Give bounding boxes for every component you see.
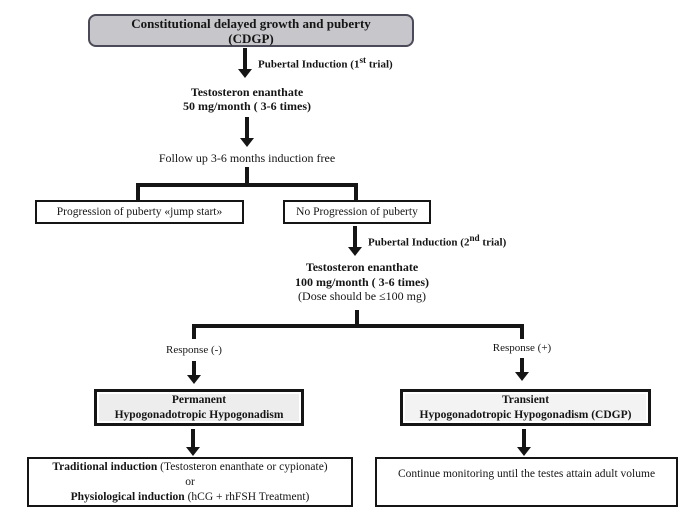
node-induction-treatment: Traditional induction (Testosteron enant… bbox=[27, 457, 353, 507]
connector-drop-left bbox=[192, 324, 196, 339]
node-followup: Follow up 3-6 months induction free bbox=[158, 151, 336, 165]
induction2-sup: nd bbox=[469, 233, 480, 243]
arrow-down-icon bbox=[515, 358, 529, 381]
induction1-suffix: trial) bbox=[366, 58, 393, 71]
connector-stem bbox=[355, 310, 359, 327]
permanent-line1: Permanent bbox=[171, 393, 227, 406]
connector-drop-left bbox=[136, 183, 140, 200]
arrow-down-icon bbox=[186, 429, 200, 456]
title-line2: (CDGP) bbox=[228, 30, 274, 46]
arrow-down-icon bbox=[240, 117, 254, 147]
traditional-line3-bold: Physiological induction bbox=[70, 490, 185, 503]
node-permanent-hypogonadism: Permanent Hypogonadotropic Hypogonadism bbox=[94, 389, 304, 426]
dose2-line2: 100 mg/month ( 3-6 times) bbox=[295, 274, 429, 289]
node-transient-hypogonadism: Transient Hypogonadotropic Hypogonadism … bbox=[400, 389, 651, 426]
arrow-down-icon bbox=[348, 226, 362, 256]
traditional-line3: Physiological induction (hCG + rhFSH Tre… bbox=[71, 490, 310, 505]
dose1-line1: Testosteron enanthate bbox=[190, 85, 304, 99]
induction1-prefix: Pubertal Induction (1 bbox=[258, 58, 360, 71]
connector-drop-right bbox=[354, 183, 358, 200]
traditional-line1: Traditional induction (Testosteron enant… bbox=[52, 460, 327, 475]
dose1-line2: 50 mg/month ( 3-6 times) bbox=[183, 99, 311, 113]
dose2-line1: Testosteron enanthate bbox=[305, 260, 419, 274]
arrow-down-icon bbox=[238, 48, 252, 78]
connector-crossbar bbox=[192, 324, 524, 328]
traditional-line1-bold: Traditional induction bbox=[52, 460, 158, 473]
arrow-down-icon bbox=[187, 361, 201, 384]
transient-line1: Transient bbox=[501, 393, 550, 406]
edge-label-induction2: Pubertal Induction (2nd trial) bbox=[368, 233, 506, 249]
traditional-line2: or bbox=[185, 475, 195, 488]
traditional-line1-rest: (Testosteron enanthate or cypionate) bbox=[157, 460, 328, 473]
node-dose1: Testosteron enanthate 50 mg/month ( 3-6 … bbox=[122, 85, 372, 113]
node-progression: Progression of puberty «jump start» bbox=[35, 200, 244, 224]
edge-label-response-positive: Response (+) bbox=[492, 342, 552, 354]
connector-drop-right bbox=[520, 324, 524, 339]
edge-label-response-negative: Response (-) bbox=[166, 344, 222, 356]
traditional-line3-rest: (hCG + rhFSH Treatment) bbox=[184, 490, 310, 503]
edge-label-induction1: Pubertal Induction (1st trial) bbox=[258, 55, 393, 71]
connector-crossbar bbox=[136, 183, 358, 187]
node-dose2: Testosteron enanthate 100 mg/month ( 3-6… bbox=[237, 260, 487, 304]
node-continue-monitoring: Continue monitoring until the testes att… bbox=[375, 457, 678, 507]
induction2-suffix: trial) bbox=[479, 236, 507, 249]
transient-line2: Hypogonadotropic Hypogonadism (CDGP) bbox=[419, 408, 632, 421]
induction1-sup: st bbox=[359, 55, 367, 65]
connector-stem bbox=[245, 167, 249, 185]
node-no-progression: No Progression of puberty bbox=[283, 200, 431, 224]
induction2-prefix: Pubertal Induction (2 bbox=[368, 236, 470, 249]
permanent-line2: Hypogonadotropic Hypogonadism bbox=[114, 408, 284, 421]
dose2-line3: (Dose should be ≤100 mg) bbox=[298, 289, 426, 303]
title-line1: Constitutional delayed growth and pubert… bbox=[131, 15, 371, 31]
arrow-down-icon bbox=[517, 429, 531, 456]
node-cdgp-title: Constitutional delayed growth and pubert… bbox=[88, 14, 414, 47]
